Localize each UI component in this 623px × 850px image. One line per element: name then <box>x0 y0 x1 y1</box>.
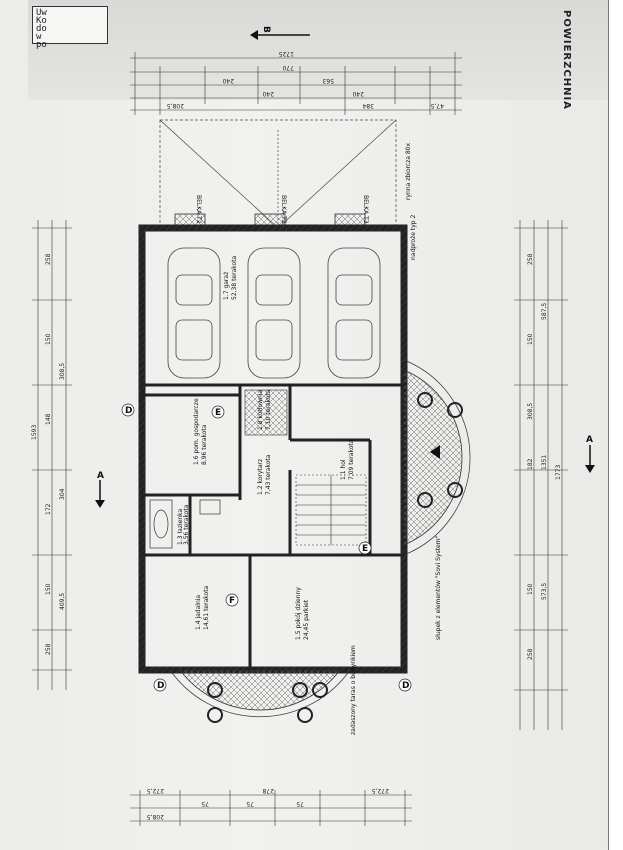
stamp-line: Uw <box>36 8 47 18</box>
room-corridor-area: 7,43 terakota <box>265 454 272 495</box>
axis-label: E <box>215 408 221 418</box>
top-dimension-ticks <box>134 52 456 115</box>
room-garage-area: 52,38 terakota <box>231 255 238 300</box>
dim-top-i: 47,5 <box>430 102 444 109</box>
dim-top-d: 240 <box>222 77 234 84</box>
dim-right-total: 1773 <box>555 465 562 480</box>
dim-left: 148 <box>45 413 52 425</box>
stamp-line: Ko <box>36 16 47 26</box>
axis-label: D <box>402 681 409 691</box>
room-kitchen-area: 14,61 terakota <box>203 585 210 630</box>
exterior-walls <box>138 224 408 674</box>
wall-type-annotation: nadproże typ 2 <box>410 215 417 260</box>
right-dimension-chain <box>514 220 568 730</box>
dim-top-f: 240 <box>352 90 364 97</box>
dim-right: 258 <box>527 253 534 265</box>
section-marker-b: B <box>250 26 310 40</box>
room-living-area: 24,45 parkiet <box>303 599 310 640</box>
room-corridor-label: 1.2 korytarz <box>257 459 264 495</box>
room-hall-label: 1.1 hol <box>340 459 347 480</box>
dim-bottom: 208,5 <box>147 813 164 820</box>
section-marker-a-right: A <box>585 435 595 473</box>
dim-right: 258 <box>527 648 534 660</box>
dim-right: 1351 <box>541 455 548 470</box>
axis-label: D <box>157 681 164 691</box>
title-stamp: Uw Ko do w po <box>32 6 108 50</box>
entry-porch <box>403 359 471 556</box>
room-wc-label: 1.3 łazienka <box>177 508 184 545</box>
section-marker-a-left: A <box>95 471 105 508</box>
dim-right: 573,5 <box>541 583 548 600</box>
bottom-dimension-chain <box>130 790 412 826</box>
top-dimension-chain <box>130 57 462 111</box>
room-boiler-area: 7,10 terakota <box>265 389 272 430</box>
room-wc-area: 3,56 terakota <box>183 504 190 545</box>
beam-label: BELKA T3 <box>362 195 369 224</box>
beam-label: BELKA T2 <box>195 195 202 224</box>
stamp-line: w <box>36 32 42 42</box>
dim-right: 308,5 <box>527 403 534 420</box>
dim-right: 182 <box>527 458 534 470</box>
dim-left: 258 <box>45 253 52 265</box>
beam-label: BELKA T2 <box>280 195 287 224</box>
axis-markers <box>121 403 412 692</box>
dim-top-b: 770 <box>282 64 294 71</box>
room-utility-area: 8,96 terakota <box>201 424 208 465</box>
dim-left: 172 <box>45 503 52 515</box>
dim-left: 258 <box>45 643 52 655</box>
room-boiler-label: 1.8 kotłownia <box>257 390 264 430</box>
axis-label: D <box>125 406 132 416</box>
boiler-room-tiles <box>244 389 288 436</box>
stamp-line: po <box>36 40 47 50</box>
dim-right: 150 <box>527 583 534 595</box>
room-kitchen-label: 1.4 jadalnia <box>195 595 202 630</box>
dim-left: 308,5 <box>59 363 66 380</box>
gutter-annotation: rynna zbiorcza 80x <box>405 142 412 200</box>
terrace-annotation: zadaszony taras o budynkiem <box>350 645 357 735</box>
room-utility-label: 1.6 pom. gospodarcze <box>193 398 200 465</box>
room-living-label: 1.5 pokój dzienny <box>295 587 302 640</box>
room-labels: 1.7 garaż 52,38 terakota 1.6 pom. gospod… <box>177 255 355 640</box>
dim-left: 150 <box>45 583 52 595</box>
dim-bottom: 75 <box>201 800 209 807</box>
room-hall-area: 7,09 terakota <box>348 439 355 480</box>
dim-top-e: 240 <box>262 90 274 97</box>
dim-left-total: 1593 <box>31 425 38 440</box>
dim-right: 150 <box>527 333 534 345</box>
sheet-edge <box>608 0 623 850</box>
dim-left: 409,5 <box>59 593 66 610</box>
porch-annotation: słupek z elementów "Sovi System" <box>435 535 442 640</box>
dim-bottom: 278 <box>262 787 274 794</box>
dim-bottom: 272,5 <box>372 787 389 794</box>
dim-top-total: 1725 <box>279 50 294 57</box>
dim-right: 587,5 <box>541 303 548 320</box>
dim-left: 150 <box>45 333 52 345</box>
back-terrace <box>169 669 351 723</box>
dim-bottom: 272,5 <box>147 787 164 794</box>
staircase <box>295 474 367 546</box>
section-b-label: B <box>261 26 271 33</box>
axis-label: E <box>362 544 368 554</box>
left-dimension-chain <box>32 220 72 690</box>
dim-left: 304 <box>59 488 66 500</box>
room-garage-label: 1.7 garaż <box>223 272 230 300</box>
section-a-right-label: A <box>586 435 593 445</box>
axis-label: F <box>229 596 235 606</box>
section-a-left-label: A <box>97 471 104 481</box>
garage-cars <box>167 247 381 379</box>
bathroom-fixtures <box>149 499 221 549</box>
dim-top-g: 208,5 <box>167 102 184 109</box>
scan-header-band <box>28 0 608 100</box>
dim-top-c: 563 <box>322 77 334 84</box>
interior-walls <box>142 383 404 670</box>
stamp-line: do <box>36 24 47 34</box>
dim-bottom: 75 <box>246 800 254 807</box>
dim-top-h: 384 <box>362 102 374 109</box>
dim-bottom: 75 <box>296 800 304 807</box>
